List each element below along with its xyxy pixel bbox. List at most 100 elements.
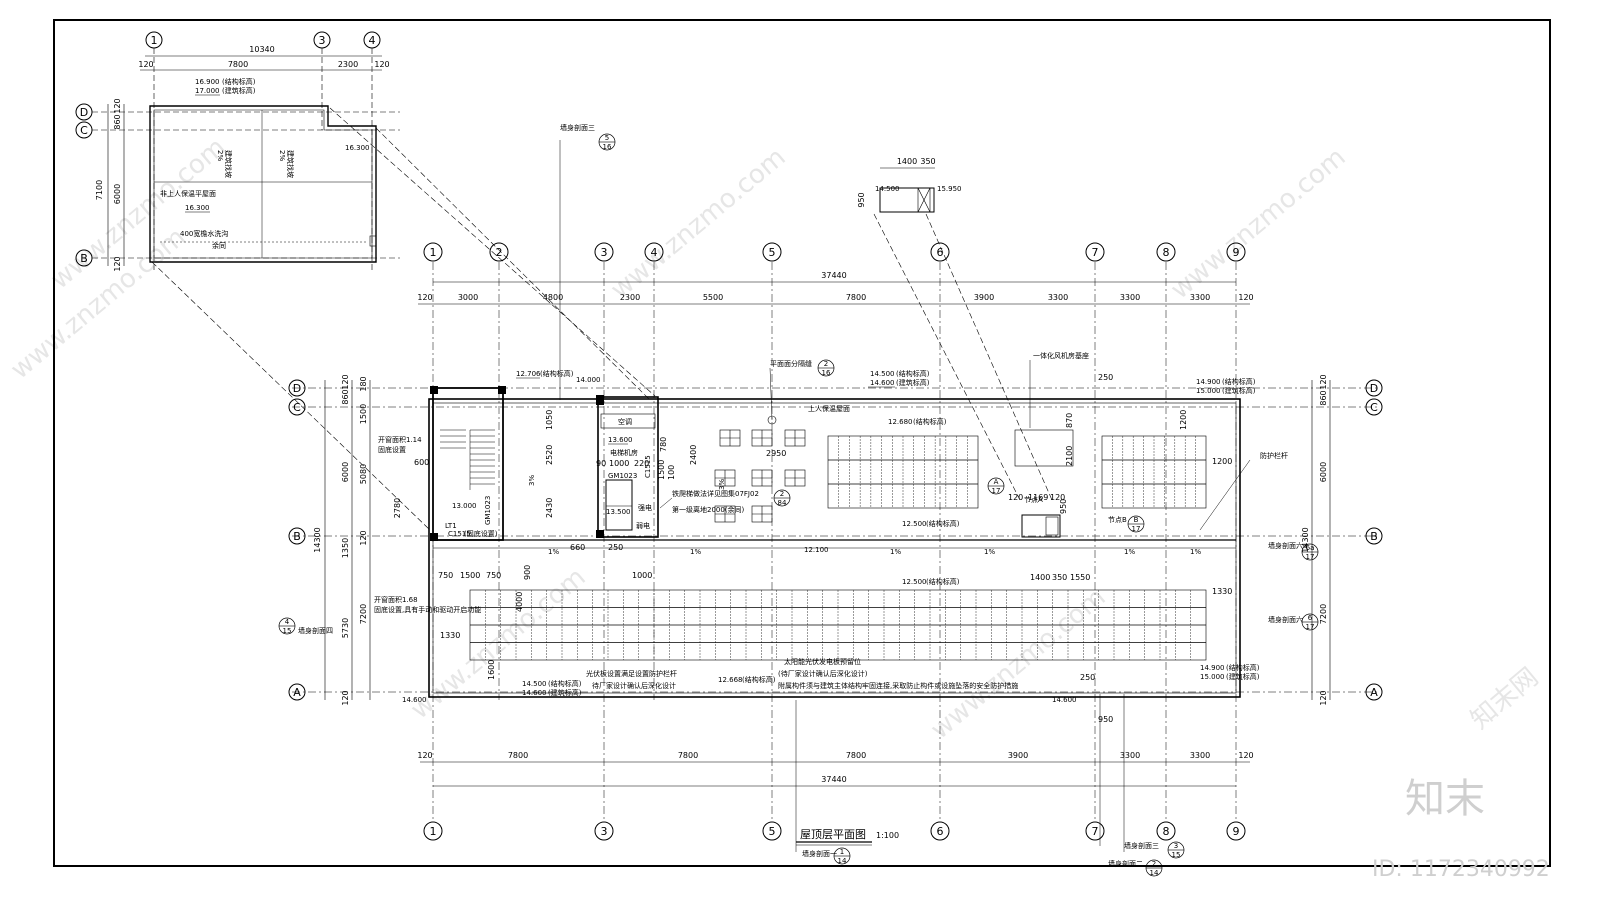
section-ref-a-17: A 17 [987, 477, 1005, 495]
dim: 2100 [1065, 446, 1074, 466]
dim: 1500 [359, 404, 368, 424]
grid-col-8-bottom: 8 [1156, 821, 1176, 841]
wall-section-label: 墙身剖面六 [1268, 615, 1303, 624]
grid-label: 1 [430, 246, 437, 259]
fan-base [1014, 429, 1074, 467]
dim: 120 [1050, 493, 1065, 502]
grid-col-5: 5 [762, 242, 782, 262]
detail-dim: 1400 [897, 157, 917, 166]
grid-col-4: 4 [644, 242, 664, 262]
small-left-total: 7100 [95, 180, 104, 200]
pv-note: 光伏板设置满足设置防护栏杆 [586, 669, 677, 678]
elev-label: 14.900 [1196, 378, 1221, 386]
slope-label: 1% [984, 548, 995, 556]
dim: 3300 [1048, 293, 1068, 302]
bottom-total-dim: 37440 [821, 775, 846, 784]
stair-core [432, 387, 504, 541]
elev-note: (结构标高) [1222, 377, 1256, 386]
small-gutter-note: 余同 [212, 241, 226, 250]
dim: 3300 [1190, 293, 1210, 302]
top-total-dim: 37440 [821, 271, 846, 280]
dim: 120 [1238, 751, 1253, 760]
elev-label: 12.668 [718, 676, 743, 684]
grid-label: 1 [430, 825, 437, 838]
main-grid-rows-right: D C B A [1365, 379, 1383, 701]
section-ref-2-14: 2 14 [1145, 859, 1163, 877]
dim: 1200 [1212, 457, 1232, 466]
section-ref-2-84: 2 84 [773, 489, 791, 507]
section-ref-6-17: 6 17 [1301, 613, 1319, 631]
wall-section-label: 墙身剖面四 [298, 626, 333, 635]
elev-note: (结构标高) [1226, 663, 1260, 672]
window-note: (固底设置) [464, 529, 498, 538]
dim: 120 [1319, 690, 1328, 705]
ref-sheet: 17 [992, 487, 1001, 495]
dim: 120 [1008, 493, 1023, 502]
dim: 1330 [1212, 587, 1232, 596]
grid-col-6-bottom: 6 [930, 821, 950, 841]
elev-note: (结构标高) [913, 417, 947, 426]
ref-num: 6 [1308, 614, 1313, 622]
drawing-scale: 1:100 [876, 831, 899, 840]
elev-label: 12.680 [888, 418, 913, 426]
slope-label: 3% [718, 479, 726, 490]
slope-label: 3% [528, 475, 536, 486]
roof-parapet-outline [428, 398, 1241, 698]
small-elev: 16.900 [195, 78, 220, 86]
small-dim: 120 [138, 60, 153, 69]
strong-elec-label: 强电 [638, 503, 652, 512]
window-note: 固底设置 [378, 445, 406, 454]
dim: 5080 [359, 464, 368, 484]
small-dim: 120 [113, 256, 122, 271]
detail-elev: 15.950 [937, 185, 962, 193]
pv-note: 附属构件须与建筑主体结构牢固连接,采取防止构件或设施坠落的安全防护措施 [778, 681, 1018, 690]
dim: 2780 [393, 498, 402, 518]
small-dim: 120 [374, 60, 389, 69]
top-dims: 120 3000 4800 2300 5500 7800 3900 3300 3… [417, 293, 1253, 302]
door-label: GM1023 [608, 472, 637, 480]
grid-label: C [80, 124, 88, 137]
dim: 660 [570, 543, 585, 552]
grid-label: D [1370, 382, 1378, 395]
dim: 350 [1052, 573, 1067, 582]
dim: 90 [596, 459, 606, 468]
dim: 120 [1238, 293, 1253, 302]
grid-label: 5 [769, 246, 776, 259]
pv-note: 待厂家设计确认后深化设计 [592, 681, 676, 690]
window-note: 固底设置,具有手动和驱动开启功能 [374, 605, 481, 614]
small-dim: 120 [113, 98, 122, 113]
window-label: C1515 [644, 455, 652, 478]
grid-label: 7 [1092, 825, 1099, 838]
main-grid-cols-top: 1 2 3 4 5 6 7 8 9 [423, 242, 1246, 262]
elev-note: (建筑标高) [896, 378, 930, 387]
slope-label: 1% [690, 548, 701, 556]
grid-col-7-bottom: 7 [1085, 821, 1105, 841]
grid-label: 4 [369, 34, 376, 47]
small-dim: 7800 [228, 60, 248, 69]
exhaust-detail: 1400 350 14.500 15.950 950 [857, 157, 962, 213]
right-total-dim: 14300 [1301, 527, 1310, 552]
grid-row-c-right: C [1365, 398, 1383, 416]
dim: 2400 [689, 445, 698, 465]
ladder-note: 第一级离地2000(余同) [672, 505, 745, 514]
grid-label: 9 [1233, 246, 1240, 259]
grid-label: C [293, 401, 301, 414]
dim: 250 [1098, 373, 1113, 382]
drawing-title: 屋顶层平面图 [800, 828, 866, 841]
section-refs: 5 16 2 16 A 17 B 17 6a 17 [278, 133, 1319, 877]
elev-label: 14.500 [522, 680, 547, 688]
small-slope: 2% [278, 150, 286, 161]
dim: 6000 [1319, 462, 1328, 482]
aircon-label: 空调 [618, 417, 632, 426]
ref-num: 4 [285, 618, 290, 626]
elev-label: 14.900 [1200, 664, 1225, 672]
ref-num: A [994, 478, 999, 486]
section-ref-1-14: 1 14 [833, 847, 851, 865]
dim: 120 [359, 530, 368, 545]
grid-col-8: 8 [1156, 242, 1176, 262]
dim: 750 [486, 571, 501, 580]
small-dim: 2300 [338, 60, 358, 69]
node-b-label: 节点B [1108, 516, 1127, 524]
dim: 1050 [545, 410, 554, 430]
dim: 870 [1065, 413, 1074, 428]
